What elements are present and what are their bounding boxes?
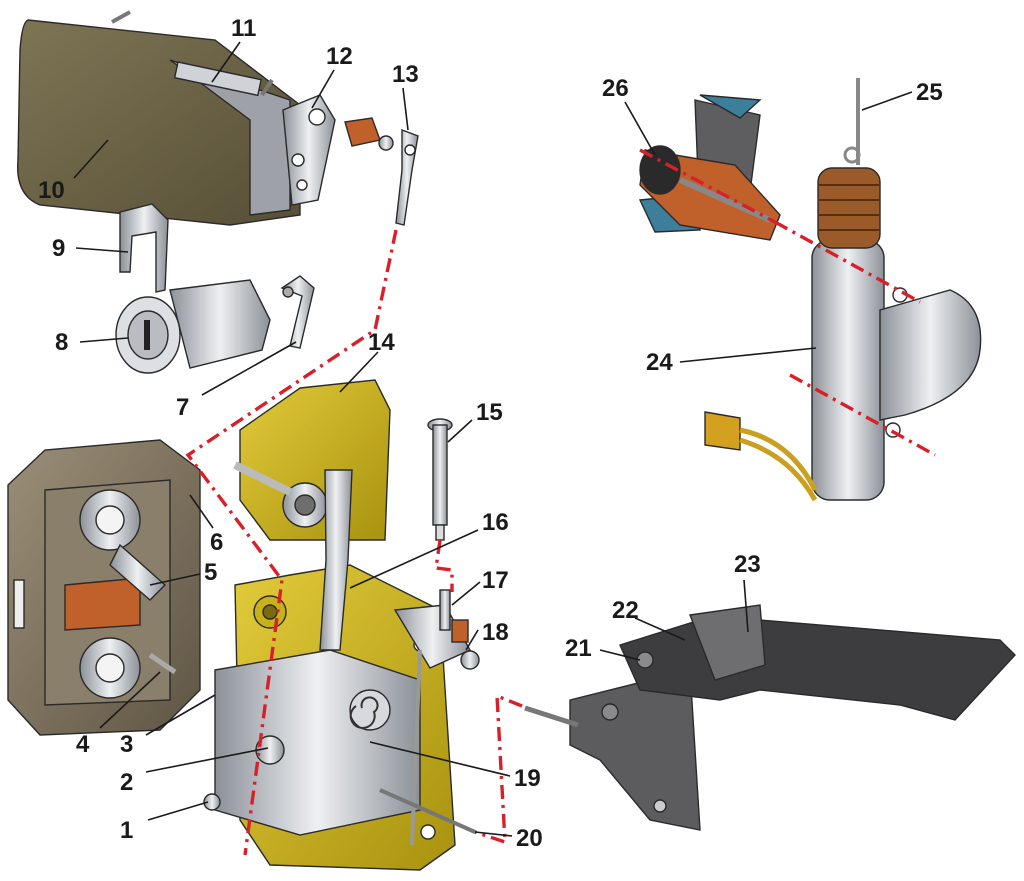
callout-3: 3 (120, 731, 133, 758)
inner-handle-assembly (524, 604, 1016, 831)
callout-1: 1 (120, 817, 133, 844)
callout-15: 15 (476, 399, 503, 426)
callout-16: 16 (482, 509, 509, 536)
callout-21: 21 (565, 635, 592, 662)
outer-door-handle (16, 10, 301, 226)
callout-2: 2 (120, 769, 133, 796)
actuator-spring-boot (817, 167, 881, 249)
callout-14: 14 (368, 329, 395, 356)
callout-11: 11 (231, 15, 256, 42)
link-rod-upper (395, 128, 419, 226)
lock-cover-plate (233, 379, 391, 541)
handle-lever-plate (282, 94, 336, 206)
lock-knob-rod (427, 418, 453, 541)
rod-clip (439, 589, 480, 670)
ball-joint-bushing (344, 117, 394, 151)
callout-17: 17 (482, 567, 509, 594)
callout-22: 22 (612, 597, 639, 624)
lock-mechanism-body (203, 469, 476, 871)
callout-13: 13 (392, 61, 419, 88)
callout-5: 5 (204, 559, 217, 586)
callout-4: 4 (76, 731, 90, 758)
leader-lines (73, 41, 913, 837)
callout-labels: 1 2 3 4 5 6 7 8 9 10 11 12 13 14 15 16 1… (38, 15, 943, 852)
callout-23: 23 (734, 551, 761, 578)
callout-9: 9 (52, 235, 65, 262)
striker-plate (7, 439, 201, 736)
callout-8: 8 (55, 329, 68, 356)
retaining-clip (119, 203, 169, 293)
callout-6: 6 (210, 529, 223, 556)
linkage-path-lines (185, 148, 936, 856)
lock-actuator (704, 78, 982, 502)
callout-19: 19 (514, 765, 541, 792)
cylinder-lever (280, 275, 315, 349)
callout-7: 7 (176, 394, 189, 421)
callout-26: 26 (602, 75, 629, 102)
lock-cylinder (115, 279, 271, 374)
callout-12: 12 (326, 43, 353, 70)
callout-24: 24 (646, 349, 673, 376)
callout-20: 20 (516, 825, 543, 852)
actuator-mounting-screw (638, 94, 781, 241)
callout-10: 10 (38, 177, 65, 204)
callout-25: 25 (916, 79, 943, 106)
callout-18: 18 (482, 619, 509, 646)
